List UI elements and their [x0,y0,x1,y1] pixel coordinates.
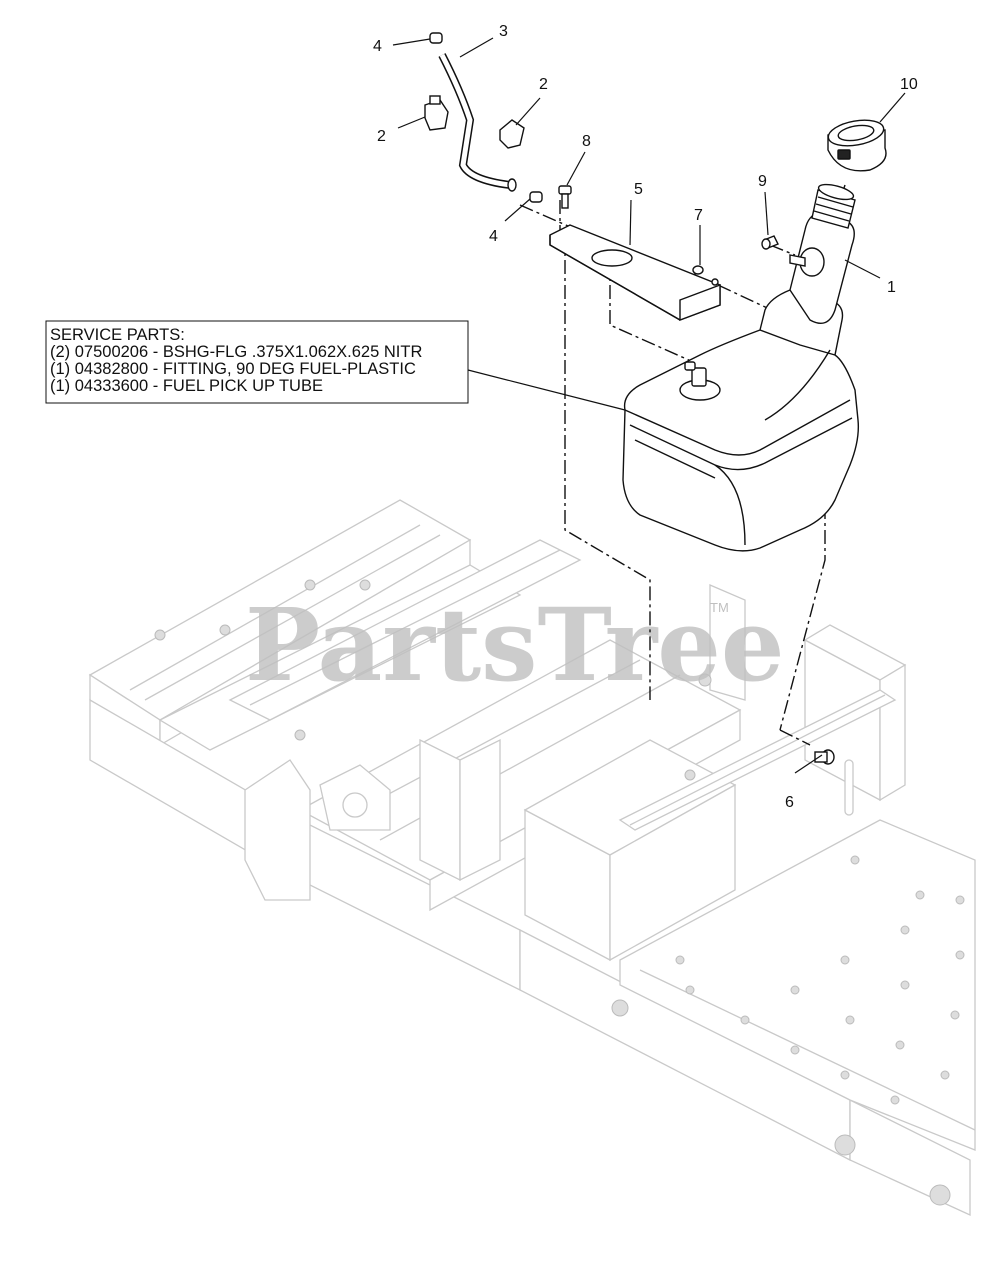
callout-3: 3 [499,23,508,40]
service-parts-heading: SERVICE PARTS: [50,326,185,344]
washer [692,265,704,275]
watermark-text: PartsTree [245,586,785,704]
callout-2: 2 [539,76,548,93]
service-part-line: (1) 04333600 - FUEL PICK UP TUBE [50,377,323,395]
service-parts-box: SERVICE PARTS: (2) 07500206 - BSHG-FLG .… [45,320,626,411]
callout-2: 2 [377,128,386,145]
callout-8: 8 [582,133,591,150]
callout-6: 6 [785,794,794,811]
service-part-line: (1) 04382800 - FITTING, 90 DEG FUEL-PLAS… [50,360,416,378]
fuel-tank [622,183,860,552]
callout-5: 5 [634,181,643,198]
fuel-cap [827,119,887,172]
callout-10: 10 [900,76,918,93]
callout-4: 4 [373,38,382,55]
hose-clamp-lower [529,191,543,203]
watermark: PartsTree TM [245,586,785,704]
callout-1: 1 [887,279,896,296]
service-part-line: (2) 07500206 - BSHG-FLG .375X1.062X.625 … [50,343,422,361]
callout-9: 9 [758,173,767,190]
callout-4: 4 [489,228,498,245]
tank-bracket [549,224,721,322]
bushing [814,749,835,765]
callout-7: 7 [694,207,703,224]
fuel-line-hose [438,53,517,192]
hose-clip-right [499,119,525,149]
callout-labels: 1 2 2 3 4 4 5 6 7 8 9 10 [373,23,918,811]
hose-clamp-upper [429,32,443,44]
chassis-frame [88,499,976,1217]
callout-leaders [392,37,906,774]
shoulder-bolt [558,185,572,209]
spacer [761,235,779,250]
watermark-trademark: TM [710,600,729,615]
hose-clip-left [424,95,449,131]
